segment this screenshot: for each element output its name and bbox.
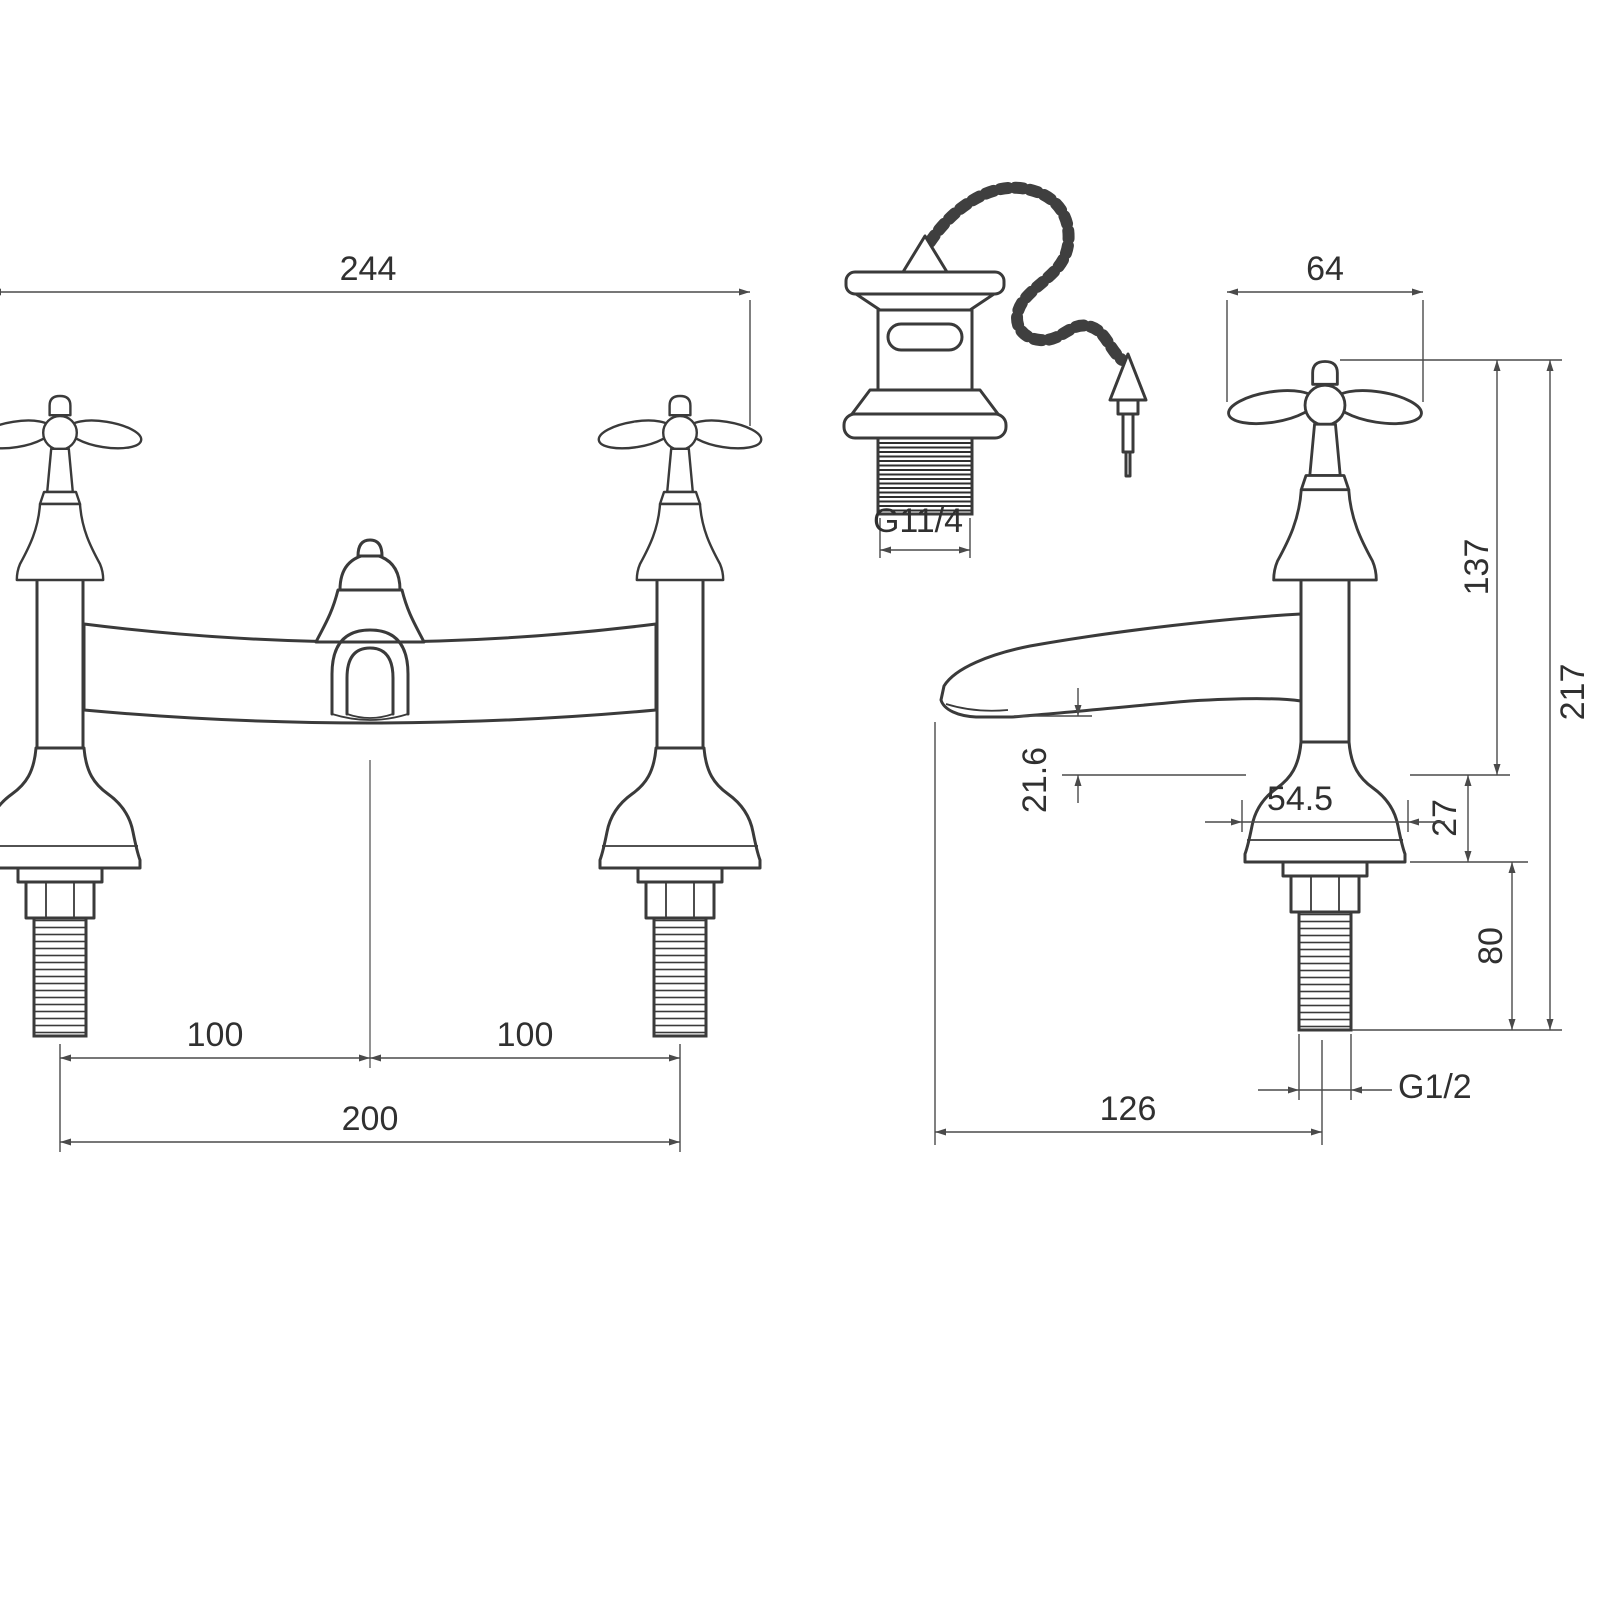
dim-label-21-6: 21.6 xyxy=(1016,747,1054,813)
centre-spout-assembly xyxy=(314,538,426,721)
right-pillar-base xyxy=(598,746,762,870)
dimension-base-width: 54.5 xyxy=(1205,780,1445,832)
dimension-handle-width: 64 xyxy=(1226,250,1424,402)
dimension-base-height: 27 xyxy=(1410,775,1528,863)
side-cross-handle xyxy=(1224,360,1426,582)
dim-label-80: 80 xyxy=(1472,927,1510,965)
dimension-centres-total: 200 xyxy=(60,1100,680,1146)
waste-thread-section xyxy=(876,436,974,516)
dim-label-27: 27 xyxy=(1426,799,1464,837)
dim-label-200: 200 xyxy=(342,1100,399,1138)
dim-label-64: 64 xyxy=(1306,250,1344,288)
front-view xyxy=(0,394,765,1068)
dimension-shank-length: 80 xyxy=(1472,862,1516,1030)
plug-chain xyxy=(924,181,1128,366)
dimension-overall-height: 217 xyxy=(1352,360,1592,1031)
side-view xyxy=(939,360,1426,1032)
dim-label-126: 126 xyxy=(1100,1090,1157,1128)
right-pillar-column xyxy=(655,576,705,752)
dimension-overall-width: 244 xyxy=(0,250,751,426)
dimension-spout-clearance: 21.6 xyxy=(1014,688,1246,813)
dimension-spout-reach: 126 xyxy=(934,722,1323,1145)
dimension-centres-left: 100 xyxy=(59,1016,370,1152)
dim-label-54-5: 54.5 xyxy=(1267,780,1333,818)
dim-label-244: 244 xyxy=(340,250,397,288)
right-cross-handle xyxy=(595,394,765,582)
dim-label-g114: G11/4 xyxy=(873,502,963,540)
dim-label-g12: G1/2 xyxy=(1398,1068,1472,1106)
left-pillar-base xyxy=(0,746,142,870)
left-cross-handle xyxy=(0,394,145,582)
side-body-column xyxy=(1299,576,1351,747)
left-pillar-column xyxy=(35,576,85,752)
right-threaded-shank xyxy=(636,866,724,1038)
waste-assembly: G11/4 xyxy=(842,181,1148,558)
side-threaded-shank xyxy=(1281,860,1369,1032)
dimension-height-to-top: 137 xyxy=(1340,359,1562,776)
basin-plug xyxy=(1108,352,1148,478)
dim-label-100-right: 100 xyxy=(497,1016,554,1054)
dimension-shank-thread: G1/2 xyxy=(1258,1034,1472,1106)
dimension-centres-right: 100 xyxy=(370,1016,681,1152)
dim-label-137: 137 xyxy=(1458,539,1496,596)
waste-body xyxy=(842,234,1008,516)
dim-label-100-left: 100 xyxy=(187,1016,244,1054)
dim-label-217: 217 xyxy=(1554,664,1592,721)
dimension-waste-thread: G11/4 xyxy=(873,502,971,558)
spout-mouth xyxy=(945,703,1009,712)
spout xyxy=(939,612,1303,719)
left-threaded-shank xyxy=(16,866,104,1038)
